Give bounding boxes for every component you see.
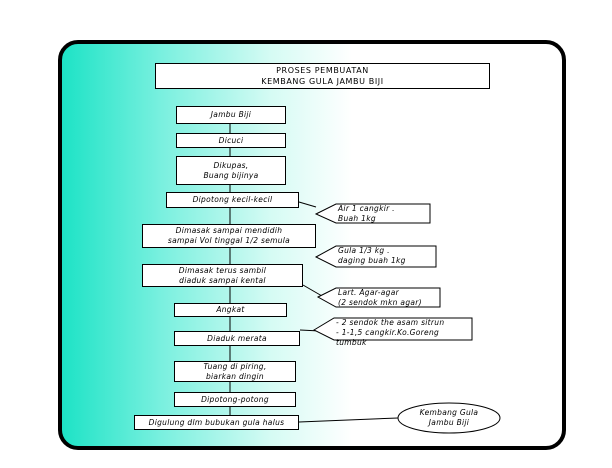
result-label: Kembang Gula Jambu Biji: [419, 408, 479, 427]
step-digulung: Digulung dlm bubukan gula halus: [134, 415, 299, 430]
note-gula-daging: Gula 1/3 kg . daging buah 1kg: [338, 246, 406, 265]
note-pointer: [298, 201, 317, 208]
step-dipotong-kecil: Dipotong kecil-kecil: [166, 192, 299, 208]
note-callout-1: [314, 203, 431, 224]
step-tuang-piring: Tuang di piring, biarkan dingin: [174, 361, 296, 382]
step-diaduk-merata: Diaduk merata: [174, 331, 300, 346]
step-angkat: Angkat: [174, 303, 287, 317]
step-dimasak-mendidih: Dimasak sampai mendidih sampai Vol tingg…: [142, 224, 316, 248]
step-dicuci: Dicuci: [176, 133, 286, 148]
note-pointer: [302, 284, 323, 297]
note-callout-4: [312, 317, 473, 341]
note-asam-sitrun: - 2 sendok the asam sitrun - 1-1,5 cangk…: [336, 318, 445, 347]
step-jambu-biji: Jambu Biji: [176, 106, 286, 124]
note-callout-2: [314, 245, 437, 268]
step-dikupas: Dikupas, Buang bijinya: [176, 156, 286, 185]
connector: [298, 417, 399, 423]
step-dimasak-terus: Dimasak terus sambil diaduk sampai kenta…: [142, 264, 303, 287]
note-air-buah: Air 1 cangkir . Buah 1kg: [338, 204, 395, 223]
diagram-title: PROSES PEMBUATAN KEMBANG GULA JAMBU BIJI: [155, 63, 490, 89]
note-callout-3: [316, 287, 441, 308]
step-dipotong-potong: Dipotong-potong: [174, 392, 296, 407]
note-agar-agar: Lart. Agar-agar (2 sendok mkn agar): [338, 288, 422, 307]
result-oval: [397, 402, 501, 434]
